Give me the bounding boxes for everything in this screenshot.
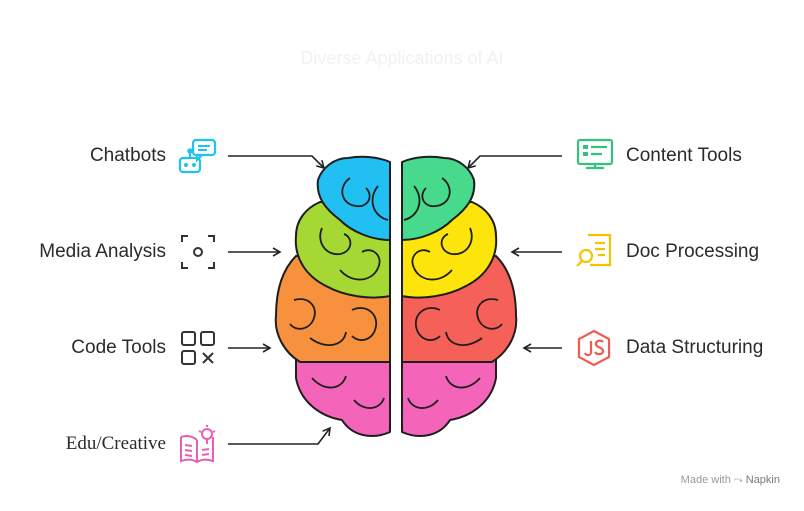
arrow-edu-creative — [228, 426, 331, 445]
scan-icon — [181, 235, 215, 269]
monitor-icon — [576, 138, 614, 170]
brain-lobe-green-right — [401, 155, 476, 241]
left-hemisphere — [274, 155, 391, 437]
chatbot-icon — [178, 138, 217, 174]
label-chatbots: Chatbots — [89, 145, 166, 166]
brain-lobe-pink-right — [401, 359, 497, 437]
credit-prefix: Made with — [680, 474, 731, 486]
label-media-analysis: Media Analysis — [39, 241, 166, 262]
left-folds — [289, 177, 389, 409]
js-hexagon-icon — [577, 329, 611, 367]
label-doc-processing: Doc Processing — [626, 241, 760, 262]
grid-code-icon — [181, 331, 215, 365]
brain-lobe-blue-left — [316, 155, 391, 241]
arrow-chatbots — [228, 155, 326, 170]
brain-lobe-pink-left — [295, 359, 391, 437]
right-folds — [403, 177, 503, 409]
diagram-title: Diverse Applications of AI — [300, 48, 504, 68]
label-code-tools: Code Tools — [71, 337, 166, 358]
napkin-logo-icon: ⤳ — [733, 474, 743, 486]
label-data-structuring: Data Structuring — [626, 337, 764, 358]
book-idea-icon — [180, 425, 216, 464]
label-edu-creative: Edu/Creative — [65, 433, 166, 454]
document-search-icon — [576, 233, 612, 267]
right-hemisphere — [401, 155, 518, 437]
credit-brand: Napkin — [745, 474, 780, 486]
connectors — [228, 155, 562, 445]
arrow-content-tools — [466, 155, 562, 170]
made-with-credit[interactable]: Made with ⤳ Napkin — [681, 474, 780, 487]
label-content-tools: Content Tools — [626, 145, 742, 166]
